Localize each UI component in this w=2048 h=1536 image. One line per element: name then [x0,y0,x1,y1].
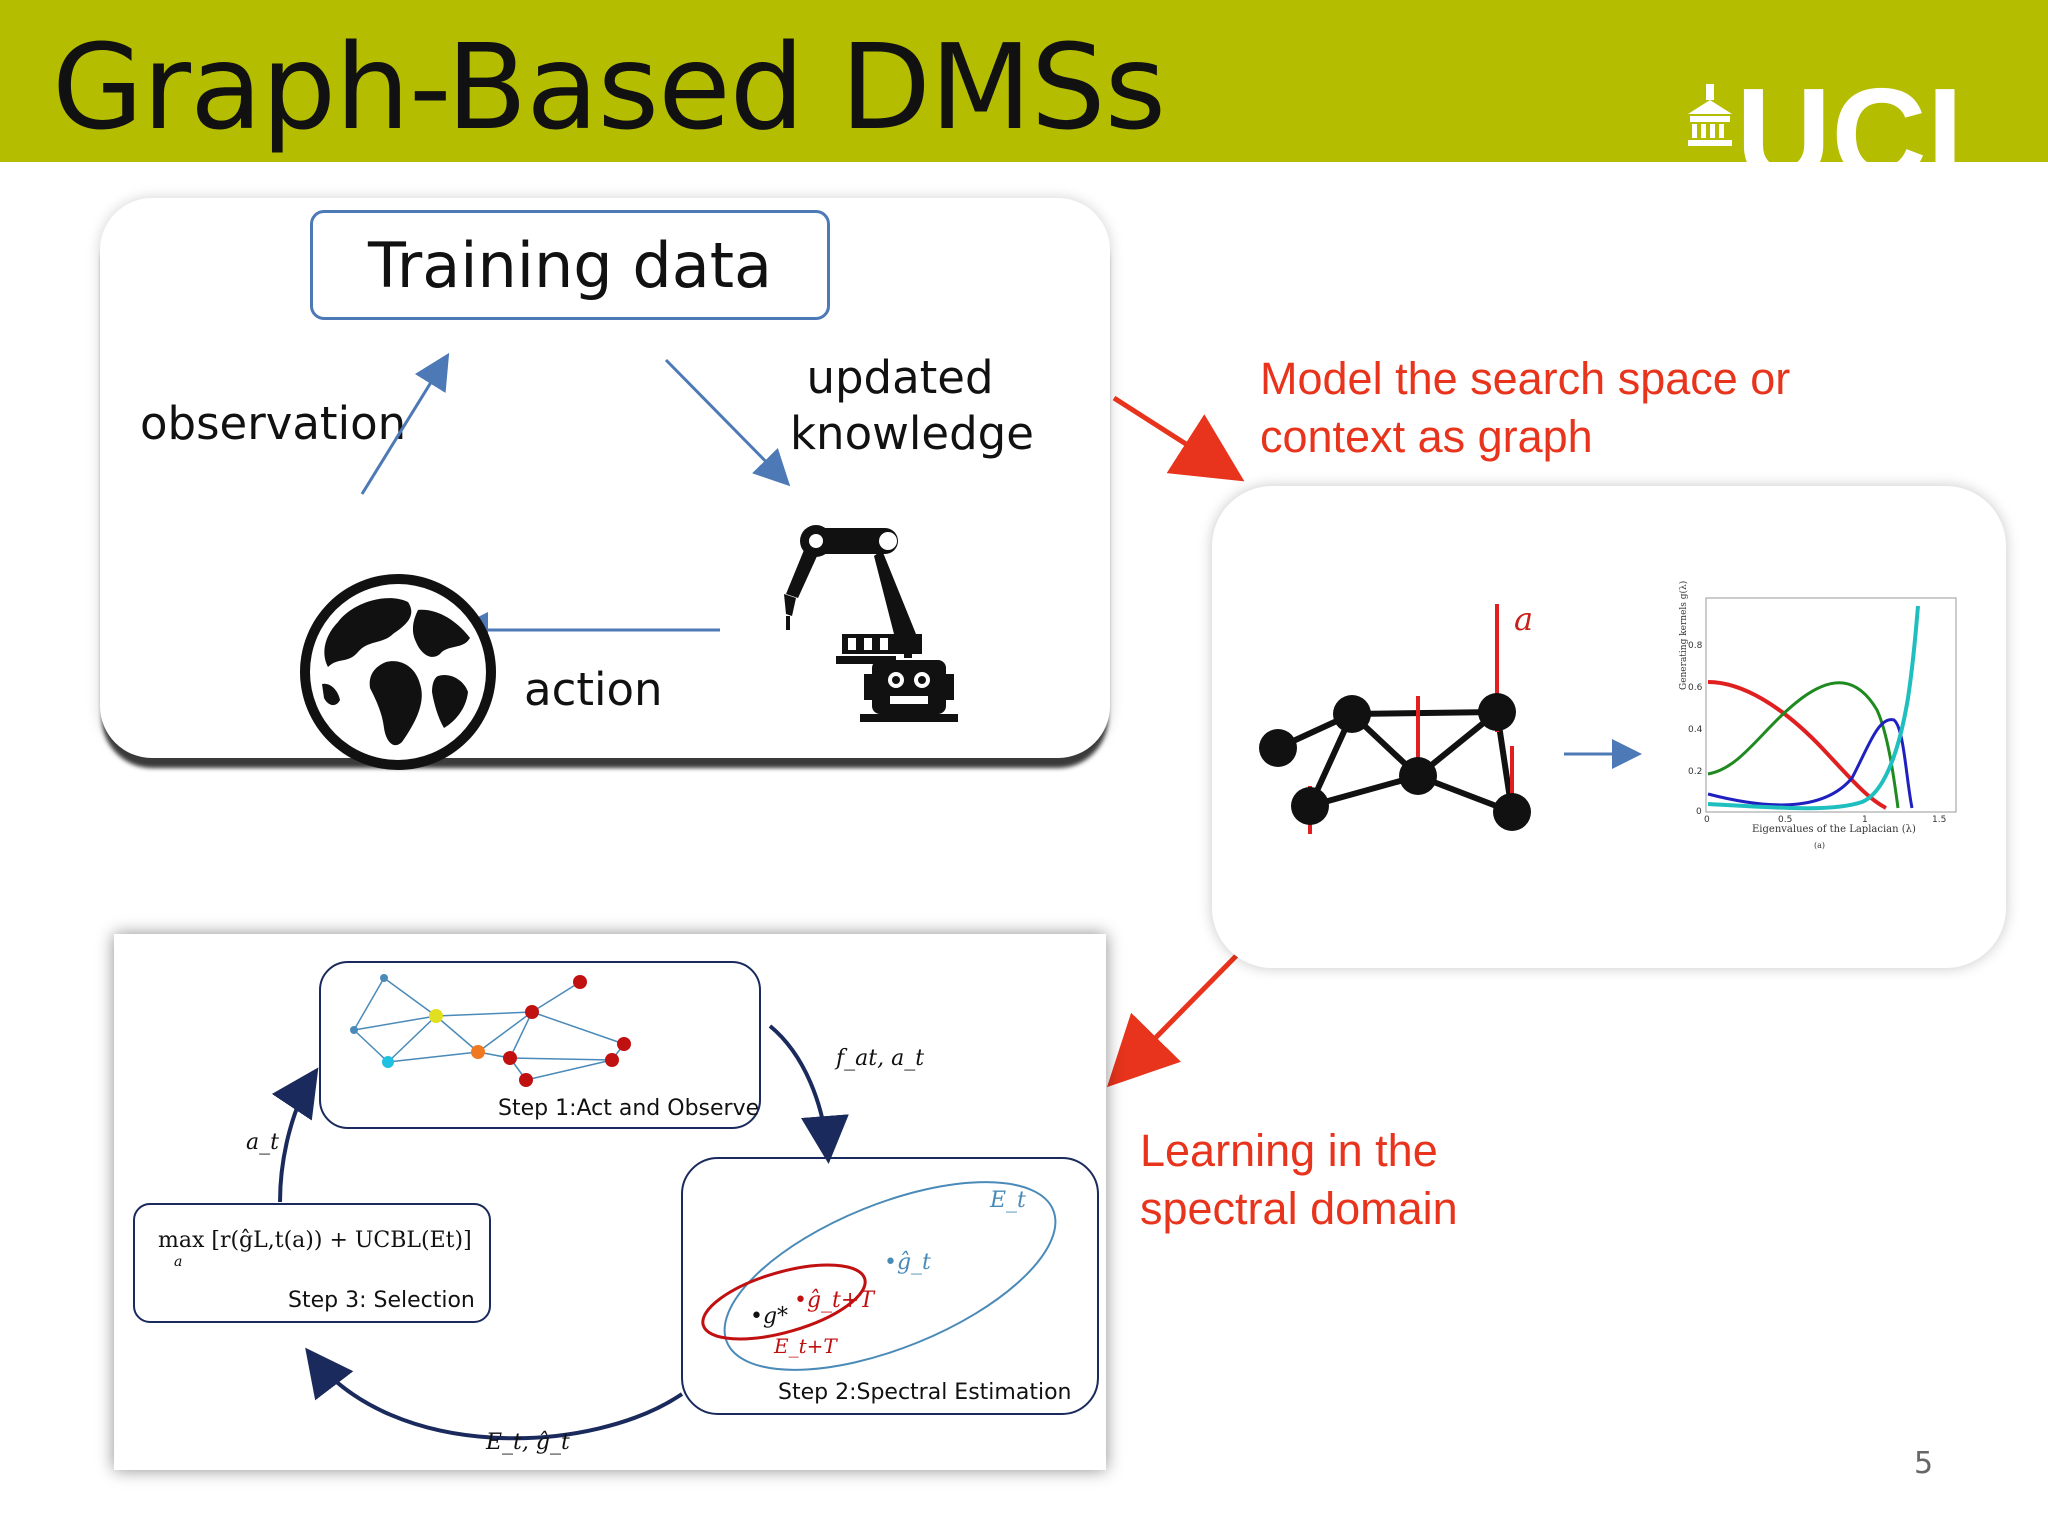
bandit-loop-diagram [133,961,1099,1441]
step2-box [681,1157,1099,1415]
graph-node [1493,793,1531,831]
ucl-logo-text: UCL [1736,61,2007,208]
slide-title: Graph-Based DMSs [52,18,1166,156]
graph-node [1259,729,1297,767]
ytick: 0 [1696,807,1702,817]
kernel-ylabel: Generating kernels g(λ) [1678,581,1689,690]
selection-sub: a [174,1254,183,1270]
kernel-curve-cyan [1707,605,1920,811]
inner-ellipse [701,1263,867,1341]
ellipse-outer-label: E_t [990,1188,1026,1213]
red-arrow-to-loop [1106,950,1242,1088]
label-top-right: f_at, a_t [836,1046,925,1071]
ucl-logo-icon: UCL [1688,61,2007,208]
arrow-step1-to-step2 [768,1024,849,1164]
header-bar [0,0,2048,162]
knowledge-label: knowledge [790,407,1034,460]
g-hat-t-plus-T: •ĝ_t+T [794,1288,875,1313]
graph-node [1291,787,1329,825]
outer-ellipse [723,1181,1057,1371]
kernel-curve-red [1707,680,1887,810]
observation-label: observation [140,397,407,450]
step1-label: Step 1:Act and Observe [498,1096,760,1121]
learning-cycle-panel: Training data observation updated knowle… [100,198,1110,770]
model-note-line1: Model the search space or [1260,353,1791,404]
red-arrow-to-graph [1112,395,1245,482]
ytick: 0.4 [1688,725,1703,735]
arrow-step3-to-step1 [271,1067,319,1203]
graph-node [1399,757,1437,795]
graph-node [1333,695,1371,733]
arrow-step2-to-step3 [305,1347,684,1441]
ytick: 0.8 [1688,641,1703,651]
kernel-xlabel: Eigenvalues of the Laplacian (λ) [1752,824,1916,835]
xtick: 0.5 [1778,815,1792,825]
model-note-line2: context as graph [1260,411,1593,462]
kernel-caption: (a) [1814,841,1825,850]
label-bottom: E_t, ĝ_t [486,1430,570,1455]
xtick: 0 [1704,815,1710,825]
learning-note-line1: Learning in the [1140,1125,1438,1176]
bandit-loop-panel: Step 1:Act and Observe Step 2:Spectral E… [114,934,1106,1470]
knowledge-arrow [664,358,791,487]
step3-label: Step 3: Selection [288,1288,475,1313]
xtick: 1 [1862,815,1868,825]
updated-label: updated [806,351,994,404]
g-star: •g* [750,1304,789,1329]
g-hat-t: •ĝ_t [884,1250,931,1275]
ytick: 0.2 [1688,767,1702,777]
ytick: 0.6 [1688,683,1703,693]
cycle-arrows [300,352,958,770]
kernel-curve-blue [1707,718,1914,809]
learning-note-line2: spectral domain [1140,1183,1458,1234]
graph-node [1478,693,1516,731]
graph-diagram: a Generating kernels g(λ) Eigenvalues of… [1259,581,1957,850]
selection-formula: max [r(ĝL,t(a)) + UCBL(Et)] [158,1228,472,1253]
step1-box [319,961,761,1129]
graph-model-panel: a Generating kernels g(λ) Eigenvalues of… [1212,486,2006,968]
xtick: 1.5 [1932,815,1946,825]
step3-box [133,1203,491,1323]
step2-label: Step 2:Spectral Estimation [778,1380,1072,1405]
robot-arm-icon [784,525,958,722]
action-label: action [524,663,663,716]
page-number: 5 [1914,1446,1934,1481]
step1-colored-graph [350,974,631,1087]
ellipse-inner-label: E_t+T [774,1334,837,1358]
ucl-logo: UCL [1686,61,2008,208]
kernel-plot: Generating kernels g(λ) Eigenvalues of t… [1678,581,1957,850]
kernel-curve-green [1707,681,1900,809]
training-data-box: Training data [310,210,830,320]
globe-icon [300,574,496,770]
signal-label: a [1514,600,1533,638]
label-left: a_t [246,1130,279,1155]
observation-arrow [360,352,450,495]
